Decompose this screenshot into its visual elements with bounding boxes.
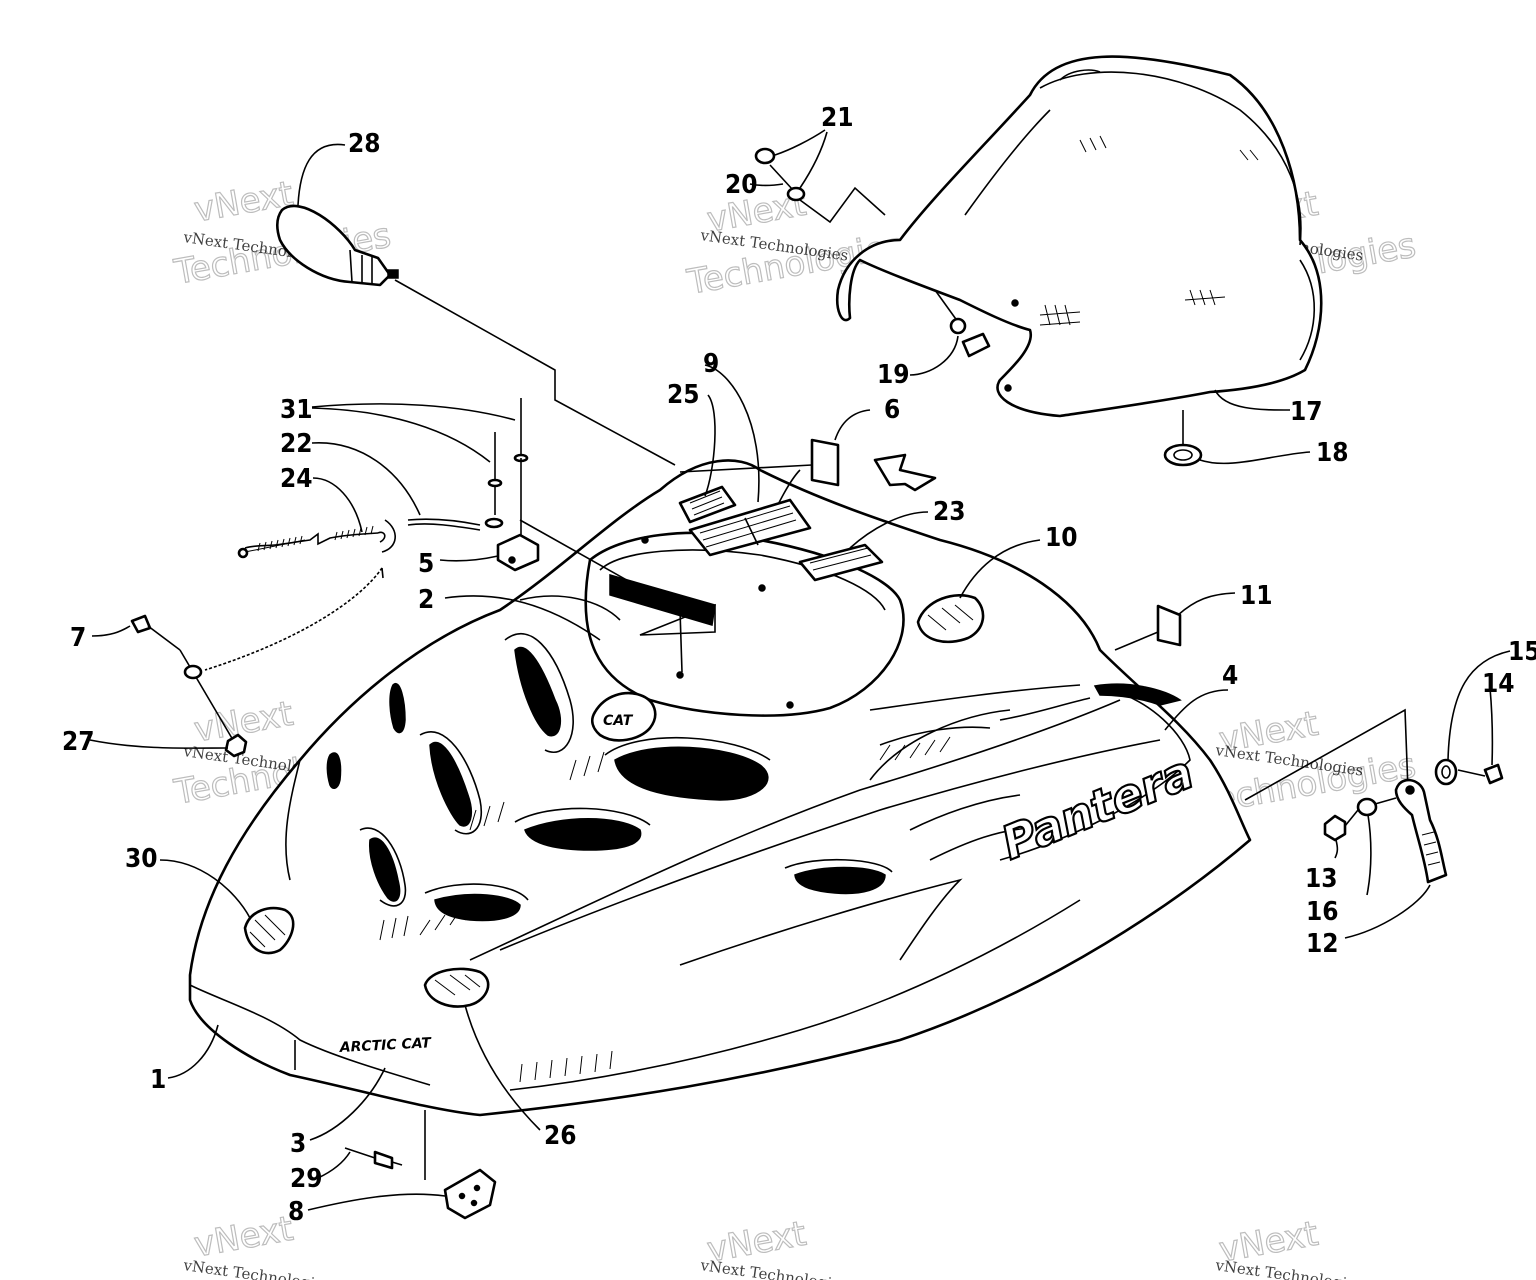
callout-4: 4 [1222, 661, 1238, 691]
decal-square-11 [1156, 604, 1182, 647]
leader-25 [704, 394, 716, 497]
hood-restraint-hardware [130, 398, 540, 758]
grommet [1163, 410, 1203, 467]
callout-1: 1 [150, 1065, 166, 1095]
watermark-bottom-left: vNext [191, 1208, 297, 1266]
leader-3 [309, 1067, 386, 1141]
leader-4 [1164, 689, 1229, 731]
leader-11 [1177, 592, 1236, 616]
leader-1 [167, 1024, 219, 1079]
callout-18: 18 [1316, 438, 1349, 468]
callout-6: 6 [884, 395, 900, 425]
callout-17: 17 [1290, 397, 1323, 427]
decal-square-6 [810, 438, 840, 487]
leader-26 [464, 1004, 541, 1131]
leader-14 [1489, 687, 1494, 766]
callout-22: 22 [280, 429, 313, 459]
callout-8: 8 [288, 1197, 304, 1227]
callout-19: 19 [877, 360, 910, 390]
callout-30: 30 [125, 844, 158, 874]
leader-21a [774, 129, 826, 156]
leader-7 [91, 625, 131, 637]
leader-13 [1334, 839, 1339, 859]
leader-16 [1366, 814, 1372, 896]
callout-13: 13 [1305, 864, 1338, 894]
leader-17 [1214, 389, 1291, 411]
callout-27: 27 [62, 727, 95, 757]
leader-23 [849, 511, 929, 549]
callout-26: 26 [544, 1121, 577, 1151]
callout-14: 14 [1482, 669, 1515, 699]
callout-20: 20 [725, 170, 758, 200]
callout-31: 31 [280, 395, 313, 425]
leader-18 [1199, 451, 1311, 465]
emblem-text: CAT [603, 713, 634, 729]
leader-8 [307, 1193, 446, 1211]
callout-25: 25 [667, 380, 700, 410]
callout-29: 29 [290, 1164, 323, 1194]
windshield-screw-nut [754, 147, 886, 224]
callout-labels: 1 2 3 4 5 6 7 8 9 10 11 12 13 14 15 16 1… [62, 103, 1536, 1227]
callout-21: 21 [821, 103, 854, 133]
callout-9: 9 [703, 349, 719, 379]
callout-7: 7 [70, 623, 86, 653]
leader-19 [909, 335, 959, 376]
hood-pad-top [916, 593, 985, 644]
callout-5: 5 [418, 549, 434, 579]
callout-16: 16 [1306, 897, 1339, 927]
watermark-small: vNext Technologies [1213, 1256, 1364, 1280]
hood: Pantera CAT ARCTIC CAT [188, 459, 1252, 1117]
callout-23: 23 [933, 497, 966, 527]
direction-arrow [873, 453, 937, 492]
callout-3: 3 [290, 1129, 306, 1159]
hood-emblem: CAT [590, 691, 657, 742]
callout-2: 2 [418, 585, 434, 615]
windshield-clip [934, 289, 991, 358]
leader-28 [297, 143, 346, 206]
bumper-pad-left [243, 906, 295, 955]
watermark-small: vNext Technologies [698, 1256, 849, 1280]
leader-6 [834, 409, 871, 441]
leader-15 [1447, 650, 1511, 761]
leader-24 [312, 477, 363, 533]
callout-11: 11 [1240, 581, 1273, 611]
leader-29 [317, 1151, 351, 1179]
hood-latch-hardware [1244, 708, 1504, 884]
watermark-large: vNext [191, 1209, 296, 1266]
watermark-small: vNext Technologies [181, 1256, 332, 1280]
headlight-bulb [275, 204, 676, 466]
callout-10: 10 [1045, 523, 1078, 553]
leader-30 [159, 859, 251, 919]
warning-decals [678, 485, 884, 582]
bumper-pad-right [423, 967, 490, 1008]
leader-31a [311, 403, 516, 421]
leader-31b [311, 407, 491, 463]
leader-12 [1344, 884, 1431, 939]
brand-decal: ARCTIC CAT [338, 1035, 432, 1056]
hood-bottom-hardware [344, 1110, 497, 1220]
leader-10 [959, 539, 1041, 599]
leader-20 [749, 183, 784, 187]
windshield [836, 55, 1323, 418]
leader-22 [311, 442, 421, 516]
callout-24: 24 [280, 464, 313, 494]
leader-21b [799, 131, 828, 189]
leader-9 [704, 364, 760, 503]
callout-15: 15 [1508, 637, 1536, 667]
leader-5 [439, 555, 499, 562]
callout-28: 28 [348, 129, 381, 159]
callout-12: 12 [1306, 929, 1339, 959]
leader-27 [89, 739, 229, 749]
brand-name-decal: ARCTIC CAT [338, 1035, 432, 1056]
leader-2 [444, 595, 601, 641]
